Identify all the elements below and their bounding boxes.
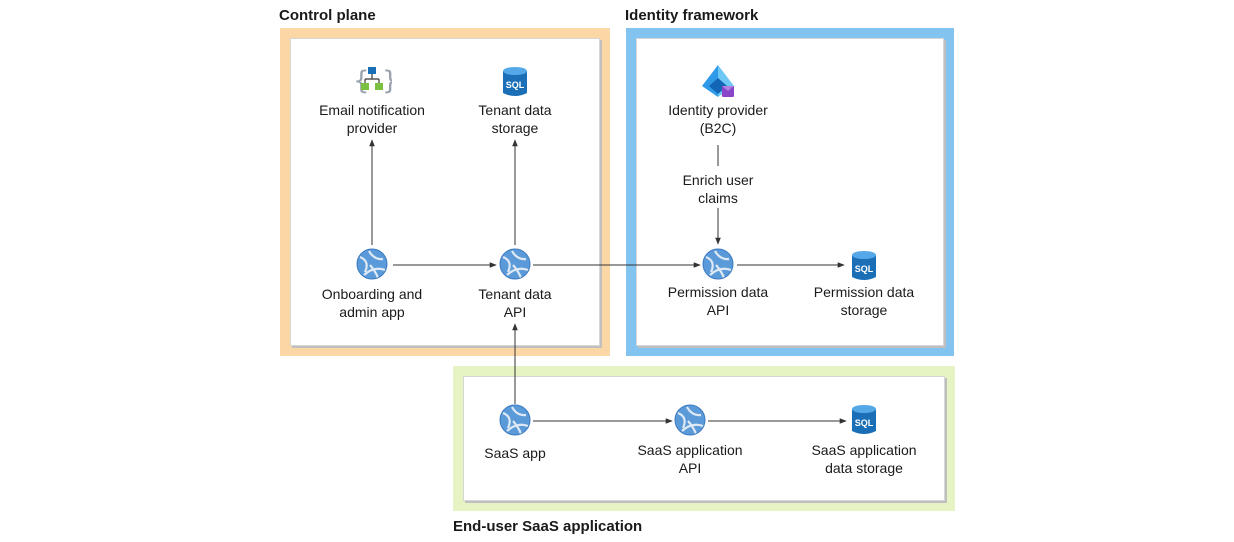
- azure-ad-b2c-icon: [700, 64, 736, 98]
- app-service-icon: [702, 248, 734, 280]
- identity-framework-title: Identity framework: [625, 7, 759, 24]
- svg-text:SQL: SQL: [855, 418, 874, 428]
- sql-database-icon: SQL: [851, 250, 877, 282]
- app-service-icon: [499, 248, 531, 280]
- app-service-icon: [356, 248, 388, 280]
- end-user-saas-title: End-user SaaS application: [453, 518, 643, 535]
- sql-database-icon: SQL: [502, 66, 528, 98]
- control-plane-title: Control plane: [279, 7, 376, 24]
- app-service-icon: [499, 404, 531, 436]
- end-user-saas-panel: [463, 376, 945, 501]
- svg-text:{: {: [353, 66, 370, 96]
- identity-framework-panel: [636, 38, 944, 346]
- saas-app-label: SaaS app: [484, 445, 546, 461]
- svg-text:SQL: SQL: [506, 80, 525, 90]
- sql-database-icon: SQL: [851, 404, 877, 436]
- svg-text:SQL: SQL: [855, 264, 874, 274]
- control-plane-panel: [290, 38, 600, 346]
- logic-app-icon: { }: [352, 64, 399, 96]
- svg-text:}: }: [382, 66, 392, 96]
- identity-provider-label: Identity provider(B2C): [668, 102, 768, 136]
- app-service-icon: [674, 404, 706, 436]
